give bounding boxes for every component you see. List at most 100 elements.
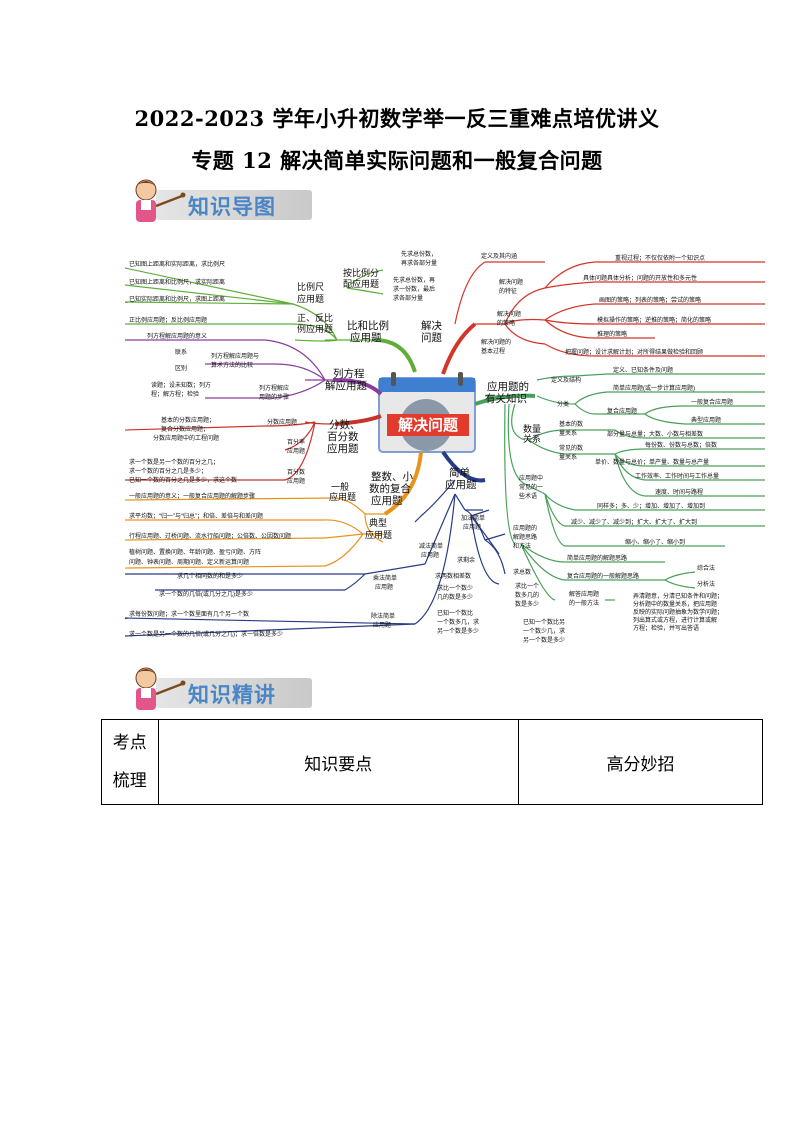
svg-text:正比例应用题；反比例应用题: 正比例应用题；反比例应用题 xyxy=(129,316,207,324)
svg-text:乘法简单: 乘法简单 xyxy=(373,574,397,582)
svg-text:例应用题: 例应用题 xyxy=(297,323,333,334)
svg-text:应用题: 应用题 xyxy=(297,293,324,304)
svg-text:已知图上距离和比例尺，求实际距离: 已知图上距离和比例尺，求实际距离 xyxy=(129,278,225,286)
svg-text:部分量与总量；大数、小数与相差数: 部分量与总量；大数、小数与相差数 xyxy=(607,430,703,438)
table-header-tips: 高分妙招 xyxy=(517,719,764,805)
svg-text:再求各部分量: 再求各部分量 xyxy=(401,259,437,267)
branch-solve-labels: 解决 问题 定义及其内涵 解决问题 的特征 解决问题 的策略 解决问题的 基本过… xyxy=(421,252,711,356)
svg-text:比和比例: 比和比例 xyxy=(347,319,389,332)
svg-text:比例尺: 比例尺 xyxy=(297,281,324,292)
svg-text:解决问题: 解决问题 xyxy=(497,310,521,318)
svg-text:基本过程: 基本过程 xyxy=(481,347,505,355)
banner-label: 知识导图 xyxy=(188,195,276,219)
svg-text:用题的步骤: 用题的步骤 xyxy=(259,393,289,401)
svg-text:求一个数是另一个数的几倍(或几分之几)；求一倍数是多少: 求一个数是另一个数的几倍(或几分之几)；求一倍数是多少 xyxy=(129,630,283,638)
teacher-icon xyxy=(135,179,186,222)
svg-text:些术语: 些术语 xyxy=(519,492,537,500)
svg-text:数是多少: 数是多少 xyxy=(515,600,539,608)
svg-text:应用题: 应用题 xyxy=(287,447,305,455)
svg-text:分数应用题中的工程问题: 分数应用题中的工程问题 xyxy=(153,434,219,442)
svg-text:百分率: 百分率 xyxy=(287,438,305,446)
svg-text:解答应用题: 解答应用题 xyxy=(569,590,599,598)
svg-text:典型: 典型 xyxy=(369,517,387,528)
section-banner-knowledge-map: 知识导图 xyxy=(124,179,312,226)
svg-text:有关知识: 有关知识 xyxy=(485,392,527,405)
svg-text:几的数是多少: 几的数是多少 xyxy=(437,593,473,601)
svg-text:问题: 问题 xyxy=(421,331,442,344)
svg-text:先求总份数，: 先求总份数， xyxy=(401,250,437,258)
branch-simple xyxy=(125,450,506,637)
branch-fraction xyxy=(125,414,382,481)
svg-text:简单应用题的解题思路: 简单应用题的解题思路 xyxy=(567,554,627,562)
svg-text:配应用题: 配应用题 xyxy=(343,278,379,289)
svg-text:速度、时间与路程: 速度、时间与路程 xyxy=(655,488,703,496)
svg-text:百分数: 百分数 xyxy=(287,468,305,476)
svg-text:常见的数: 常见的数 xyxy=(559,444,583,452)
svg-text:列出算式或方程，进行计算或解: 列出算式或方程，进行计算或解 xyxy=(633,616,717,624)
svg-text:按比例分: 按比例分 xyxy=(343,267,379,278)
svg-text:分数应用题: 分数应用题 xyxy=(267,418,297,426)
svg-text:同样多；多、少；增加、增加了、增加到: 同样多；多、少；增加、增加了、增加到 xyxy=(597,502,705,510)
svg-text:应用题: 应用题 xyxy=(445,478,477,491)
svg-text:已知一个数的百分之几是多少，求这个数: 已知一个数的百分之几是多少，求这个数 xyxy=(129,476,237,484)
table-header-knowledge: 知识要点 xyxy=(157,719,519,805)
branch-related-labels: 应用题的 有关知识 定义及结构 定义、已知条件及问题 分类 简单应用题(或一步计… xyxy=(485,366,733,632)
svg-text:推理的策略: 推理的策略 xyxy=(597,330,627,338)
svg-text:程；解方程；检验: 程；解方程；检验 xyxy=(151,390,199,398)
svg-text:定义及其内涵: 定义及其内涵 xyxy=(481,252,517,260)
svg-text:先求总份数，再: 先求总份数，再 xyxy=(393,276,435,284)
svg-text:整数、小: 整数、小 xyxy=(371,470,413,483)
svg-text:工作效率、工作时间与工作总量: 工作效率、工作时间与工作总量 xyxy=(635,472,719,480)
svg-text:另一个数是多少: 另一个数是多少 xyxy=(523,636,565,644)
svg-text:解决问题: 解决问题 xyxy=(499,278,523,286)
svg-text:简单应用题(或一步计算应用题): 简单应用题(或一步计算应用题) xyxy=(613,384,695,392)
svg-text:已知图上距离和实际距离，求比例尺: 已知图上距离和实际距离，求比例尺 xyxy=(129,260,225,268)
svg-text:应用题: 应用题 xyxy=(329,491,356,502)
svg-text:读题；设未知数；列方: 读题；设未知数；列方 xyxy=(151,381,211,389)
svg-text:综合法: 综合法 xyxy=(697,564,715,572)
svg-text:把握问题；设计求解计划；对所得结果做检验和回顾: 把握问题；设计求解计划；对所得结果做检验和回顾 xyxy=(565,348,703,356)
svg-text:分类: 分类 xyxy=(557,400,569,408)
svg-text:求一个数是另一个数的百分之几；: 求一个数是另一个数的百分之几； xyxy=(129,458,219,466)
svg-text:数的复合: 数的复合 xyxy=(369,482,411,495)
svg-text:区别: 区别 xyxy=(175,364,187,372)
svg-text:的策略: 的策略 xyxy=(497,319,515,327)
svg-text:画图的策略；列表的策略；尝试的策略: 画图的策略；列表的策略；尝试的策略 xyxy=(599,296,701,304)
svg-text:另一个数是多少: 另一个数是多少 xyxy=(437,627,479,635)
svg-text:定义及结构: 定义及结构 xyxy=(551,376,581,384)
svg-text:应用题: 应用题 xyxy=(371,494,403,507)
center-calendar-icon: 解决问题 xyxy=(378,372,476,453)
svg-text:求两数相差数: 求两数相差数 xyxy=(435,572,471,580)
svg-text:求各部分量: 求各部分量 xyxy=(393,294,423,302)
svg-text:减少、减少了、减少到；扩大、扩大了、扩大到: 减少、减少了、减少到；扩大、扩大了、扩大到 xyxy=(571,518,697,526)
svg-text:数量: 数量 xyxy=(523,423,541,434)
svg-text:求一个数的百分之几是多少；: 求一个数的百分之几是多少； xyxy=(129,467,207,475)
svg-text:求一个数的几倍(或几分之几)是多少: 求一个数的几倍(或几分之几)是多少 xyxy=(159,590,253,598)
svg-text:单价、数量与总价；单产量、数量与总产量: 单价、数量与总价；单产量、数量与总产量 xyxy=(595,458,709,466)
svg-text:除法简单: 除法简单 xyxy=(371,612,395,620)
svg-text:应用题: 应用题 xyxy=(373,621,391,629)
svg-text:已知一个数比: 已知一个数比 xyxy=(437,609,473,617)
svg-text:一般复合应用题: 一般复合应用题 xyxy=(691,398,733,406)
branch-ratio xyxy=(125,267,417,373)
svg-text:联系: 联系 xyxy=(175,348,187,356)
svg-text:应用题中: 应用题中 xyxy=(519,474,543,482)
svg-text:分数、: 分数、 xyxy=(329,418,361,431)
svg-text:重视过程；不仅仅依附一个知识点: 重视过程；不仅仅依附一个知识点 xyxy=(615,254,705,262)
svg-text:行程应用题、过桥问题、流水行船问题；公倍数、公因数问题: 行程应用题、过桥问题、流水行船问题；公倍数、公因数问题 xyxy=(129,532,291,540)
svg-text:弄清题意，分清已知条件和问题；: 弄清题意，分清已知条件和问题； xyxy=(633,592,723,600)
svg-text:常见的一: 常见的一 xyxy=(519,483,543,491)
svg-text:解决问题的: 解决问题的 xyxy=(481,338,511,346)
branch-integer-labels: 整数、小 数的复合 应用题 一般 应用题 典型 应用题 一般应用题的意义；一般复… xyxy=(129,470,413,566)
svg-text:复合分数应用题；: 复合分数应用题； xyxy=(161,425,209,433)
svg-text:解题思路: 解题思路 xyxy=(513,533,537,541)
svg-text:求剩余: 求剩余 xyxy=(457,556,475,564)
svg-text:应用题: 应用题 xyxy=(375,583,393,591)
svg-text:具体问题具体分析；问题的开放性和多元性: 具体问题具体分析；问题的开放性和多元性 xyxy=(583,274,697,282)
knowledge-table: 考点 梳理 知识要点 高分妙招 xyxy=(101,719,764,805)
svg-text:解应用题: 解应用题 xyxy=(325,379,367,392)
svg-text:求每份数问题；求一个数里面有几个另一个数: 求每份数问题；求一个数里面有几个另一个数 xyxy=(129,610,249,618)
svg-text:列方程: 列方程 xyxy=(333,367,365,380)
svg-text:求一份数，最后: 求一份数，最后 xyxy=(393,285,435,293)
section-banner-knowledge-lecture: 知识精讲 xyxy=(124,667,312,714)
